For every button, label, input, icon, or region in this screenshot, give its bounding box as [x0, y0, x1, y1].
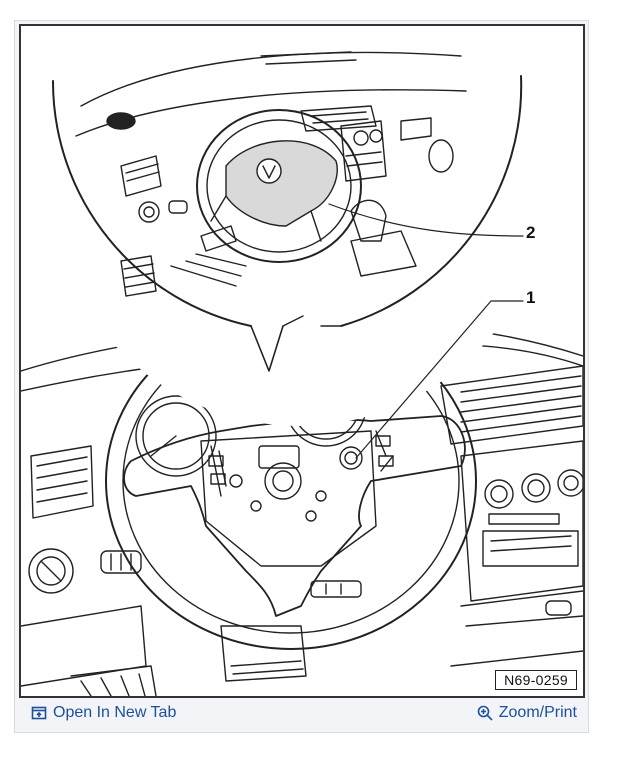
callout-2: 2	[526, 223, 536, 242]
open-new-tab-icon	[31, 705, 47, 721]
zoom-print-label: Zoom/Print	[498, 704, 577, 721]
steering-wheel-diagram: 1 2 N69-0259	[19, 24, 585, 698]
callout-1: 1	[526, 288, 536, 307]
zoom-print-button[interactable]: Zoom/Print	[477, 704, 577, 722]
open-in-new-tab-button[interactable]: Open In New Tab	[31, 704, 176, 722]
diagram-drawing	[21, 26, 583, 696]
zoom-in-icon	[477, 705, 493, 721]
figure-id-label: N69-0259	[495, 670, 577, 690]
figure-toolbar: Open In New Tab Zoom/Print	[19, 700, 585, 730]
open-in-new-tab-label: Open In New Tab	[53, 704, 177, 721]
